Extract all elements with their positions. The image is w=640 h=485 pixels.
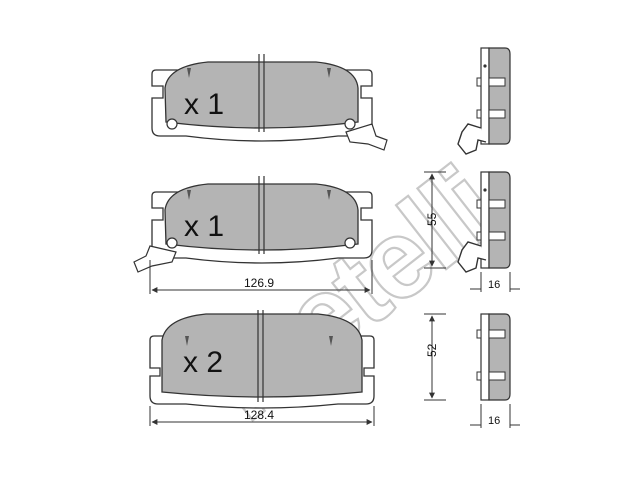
dimension-label: 55 [425, 212, 439, 226]
pin-mark [329, 336, 333, 346]
dimension-thickness-bottom: 16 [470, 404, 520, 428]
dimension-label: 16 [488, 415, 500, 427]
dimension-label: 128.4 [244, 408, 274, 422]
rivet [344, 237, 356, 249]
friction-material [161, 313, 363, 398]
dimension-width-bottom: 128.4 [149, 406, 375, 426]
rivet [166, 237, 178, 249]
pin-mark [327, 190, 331, 200]
dimension-label: 52 [425, 343, 439, 357]
quantity-label: x 1 [184, 88, 224, 121]
pin-mark [185, 336, 189, 346]
dimension-label: 16 [488, 279, 500, 291]
pin-mark [187, 68, 191, 78]
quantity-label: x 2 [183, 346, 223, 379]
pin-mark [187, 190, 191, 200]
dimension-height-top: 55 [424, 171, 446, 269]
friction-material [164, 183, 359, 251]
side-view-1 [457, 47, 511, 155]
pin-mark [327, 68, 331, 78]
wear-sensor-clip [133, 245, 177, 273]
brake-pad-1: x 1 [151, 54, 388, 151]
side-view-2 [457, 171, 511, 273]
dimension-width-top: 126.9 [149, 260, 373, 294]
brake-pad-2: x 1 [133, 176, 373, 273]
dimension-label: 126.9 [244, 276, 274, 290]
brake-pad-3: x 2 [149, 310, 375, 409]
dimension-thickness-top: 16 [470, 272, 520, 292]
friction-material [164, 61, 359, 129]
dimension-height-bottom: 52 [424, 313, 446, 401]
quantity-label: x 1 [184, 210, 224, 243]
side-view-3 [476, 313, 511, 401]
rivet [166, 118, 178, 130]
wear-sensor-clip [345, 123, 388, 151]
rivet [344, 118, 356, 130]
